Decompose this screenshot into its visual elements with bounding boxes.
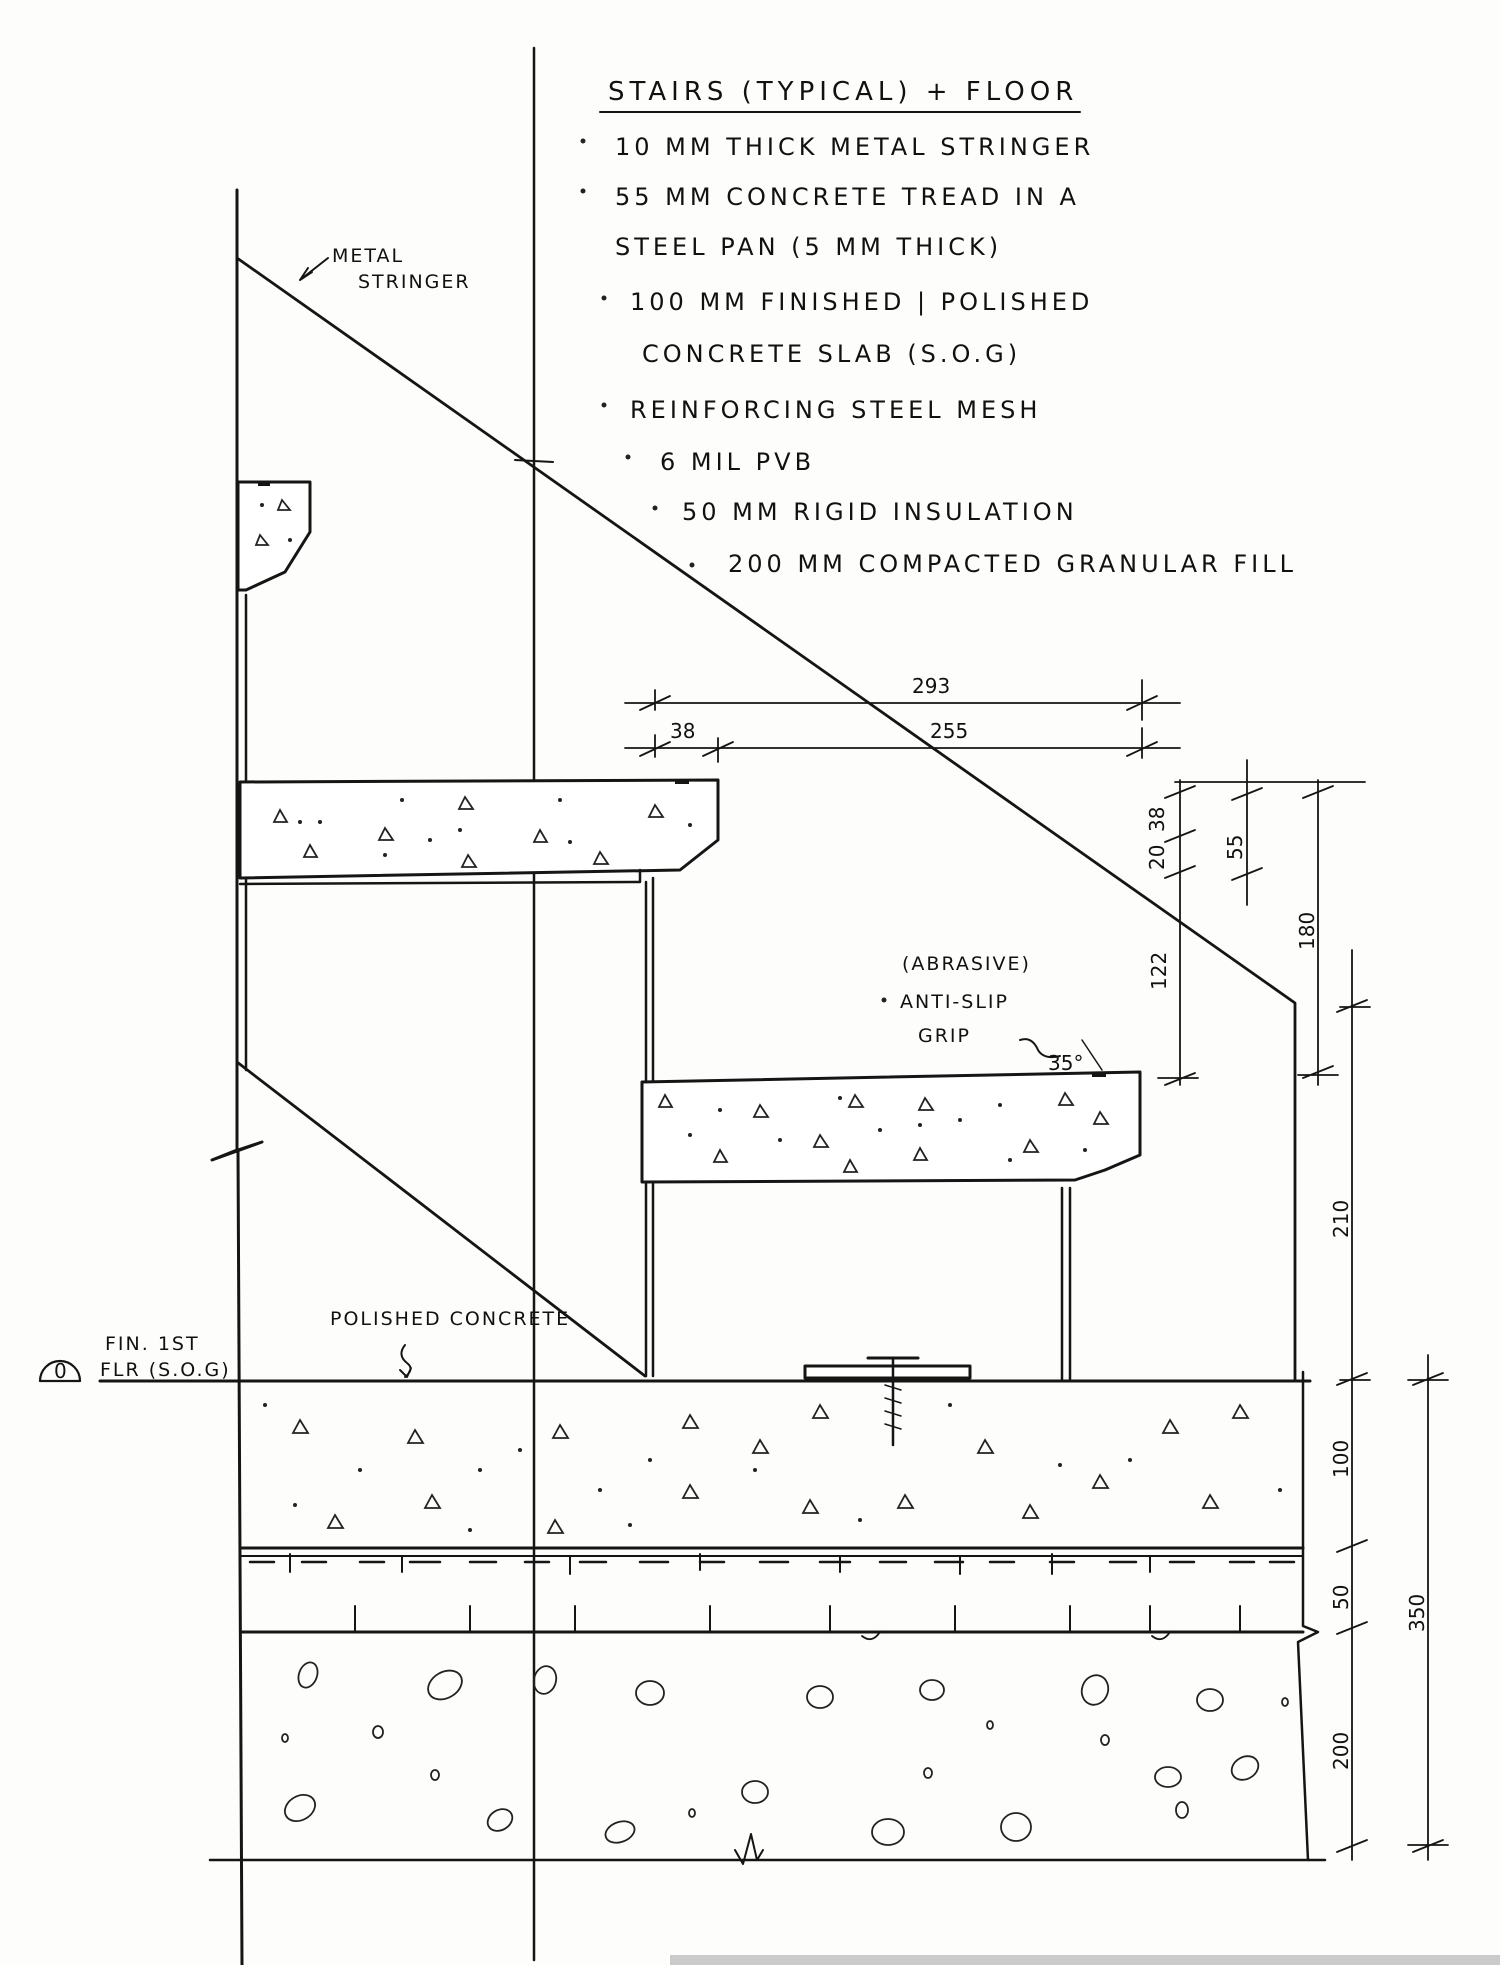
notes-title: STAIRS (TYPICAL) + FLOOR: [608, 77, 1078, 107]
dim-55: 55: [1223, 835, 1247, 860]
dim-350: 350: [1405, 1594, 1429, 1632]
note-line-1: 10 MM THICK METAL STRINGER: [615, 133, 1094, 161]
svg-text:0: 0: [54, 1359, 67, 1383]
svg-text:POLISHED CONCRETE: POLISHED CONCRETE: [330, 1308, 570, 1330]
upper-tread-partial: [236, 480, 312, 592]
svg-text:(ABRASIVE): (ABRASIVE): [902, 953, 1031, 975]
svg-text:METAL: METAL: [332, 245, 404, 267]
metal-stringer-label: METAL STRINGER: [299, 245, 471, 293]
stringer-base-plate: [803, 1356, 972, 1447]
dim-100: 100: [1329, 1440, 1353, 1478]
dim-255: 255: [930, 719, 968, 743]
dim-20: 20: [1145, 845, 1169, 870]
metal-stringer-upper-line: [235, 256, 1297, 1382]
dim-122: 122: [1147, 952, 1171, 990]
grip-angle-label: 35°: [1048, 1051, 1083, 1075]
svg-text:FIN. 1ST: FIN. 1ST: [105, 1333, 200, 1355]
leader-arrow-icon: [299, 257, 329, 281]
svg-text:STRINGER: STRINGER: [358, 271, 471, 293]
dim-210: 210: [1329, 1200, 1353, 1238]
scan-edge-shadow: [670, 1955, 1500, 1965]
left-wall: [210, 188, 264, 1967]
middle-tread: [238, 778, 720, 1378]
dim-50: 50: [1329, 1585, 1353, 1610]
granular-fill: [281, 1370, 1320, 1865]
note-line-8: 50 MM RIGID INSULATION: [682, 498, 1078, 526]
vertical-dimensions: 38 20 122 55 180 210 100 50 200 350: [1145, 759, 1449, 1861]
floor-level-tag: 0 FIN. 1ST FLR (S.O.G): [38, 1333, 231, 1383]
lower-tread: [640, 1070, 1142, 1382]
note-line-5: CONCRETE SLAB (S.O.G): [642, 340, 1021, 368]
insulation-layer: [240, 1553, 1305, 1641]
notes-block: STAIRS (TYPICAL) + FLOOR 10 MM THICK MET…: [580, 77, 1297, 578]
note-line-4: 100 MM FINISHED | POLISHED: [630, 288, 1093, 316]
svg-text:GRIP: GRIP: [918, 1025, 971, 1047]
note-line-2: 55 MM CONCRETE TREAD IN A: [615, 183, 1080, 211]
anti-slip-grip-label: (ABRASIVE) ANTI-SLIP GRIP 35°: [881, 953, 1103, 1075]
note-line-7: 6 MIL PVB: [660, 448, 815, 476]
dim-180: 180: [1295, 912, 1319, 950]
horizontal-dimensions: 293 38 255: [624, 674, 1181, 763]
dim-38-horizontal: 38: [670, 719, 695, 743]
svg-text:ANTI-SLIP: ANTI-SLIP: [900, 991, 1009, 1013]
stringer-crossing-mark: [514, 459, 554, 463]
dim-293: 293: [912, 674, 950, 698]
note-line-6: REINFORCING STEEL MESH: [630, 396, 1041, 424]
note-line-9: 200 MM COMPACTED GRANULAR FILL: [728, 550, 1297, 578]
polished-concrete-label: POLISHED CONCRETE: [330, 1308, 570, 1378]
concrete-slab: [98, 1379, 1312, 1550]
dim-38-vertical: 38: [1145, 807, 1169, 832]
svg-text:FLR (S.O.G): FLR (S.O.G): [100, 1359, 231, 1381]
metal-stringer-lower-line: [235, 1060, 647, 1378]
dim-200: 200: [1329, 1732, 1353, 1770]
note-line-3: STEEL PAN (5 MM THICK): [615, 233, 1002, 261]
